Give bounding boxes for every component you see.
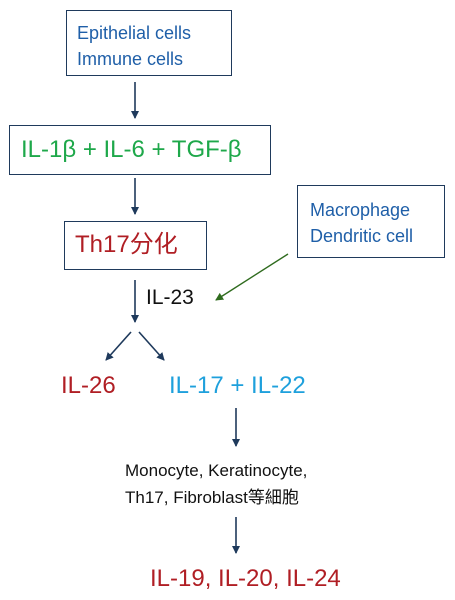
- arrow-split-to-il17-il22: [138, 331, 165, 361]
- source-cells-box: Epithelial cells Immune cells: [66, 10, 232, 76]
- th17-label: Th17分化: [75, 231, 178, 258]
- source-cells-line-1: Epithelial cells: [77, 23, 192, 43]
- apc-cells-line-2: Dendritic cell: [310, 226, 414, 246]
- il23-label: IL-23: [146, 286, 194, 309]
- apc-cells-box: Macrophage Dendritic cell: [297, 185, 445, 258]
- final-cytokines-label: IL-19, IL-20, IL-24: [150, 565, 341, 592]
- target-cells-text: Monocyte, Keratinocyte, Th17, Fibroblast…: [125, 457, 307, 511]
- apc-cells-line-1: Macrophage: [310, 200, 411, 220]
- cytokines-label: IL-1β + IL-6 + TGF-β: [21, 136, 242, 163]
- target-cells-line-2: Th17, Fibroblast等細胞: [125, 488, 299, 507]
- target-cells-line-1: Monocyte, Keratinocyte,: [125, 461, 308, 480]
- th17-box: Th17分化: [64, 221, 207, 270]
- source-cells-line-2: Immune cells: [77, 49, 184, 69]
- arrow-split-to-il26: [105, 331, 132, 361]
- il17-il22-label: IL-17 + IL-22: [169, 372, 306, 399]
- cytokines-box: IL-1β + IL-6 + TGF-β: [9, 125, 271, 175]
- arrow-apc-to-il23: [215, 253, 289, 301]
- il26-label: IL-26: [61, 372, 116, 399]
